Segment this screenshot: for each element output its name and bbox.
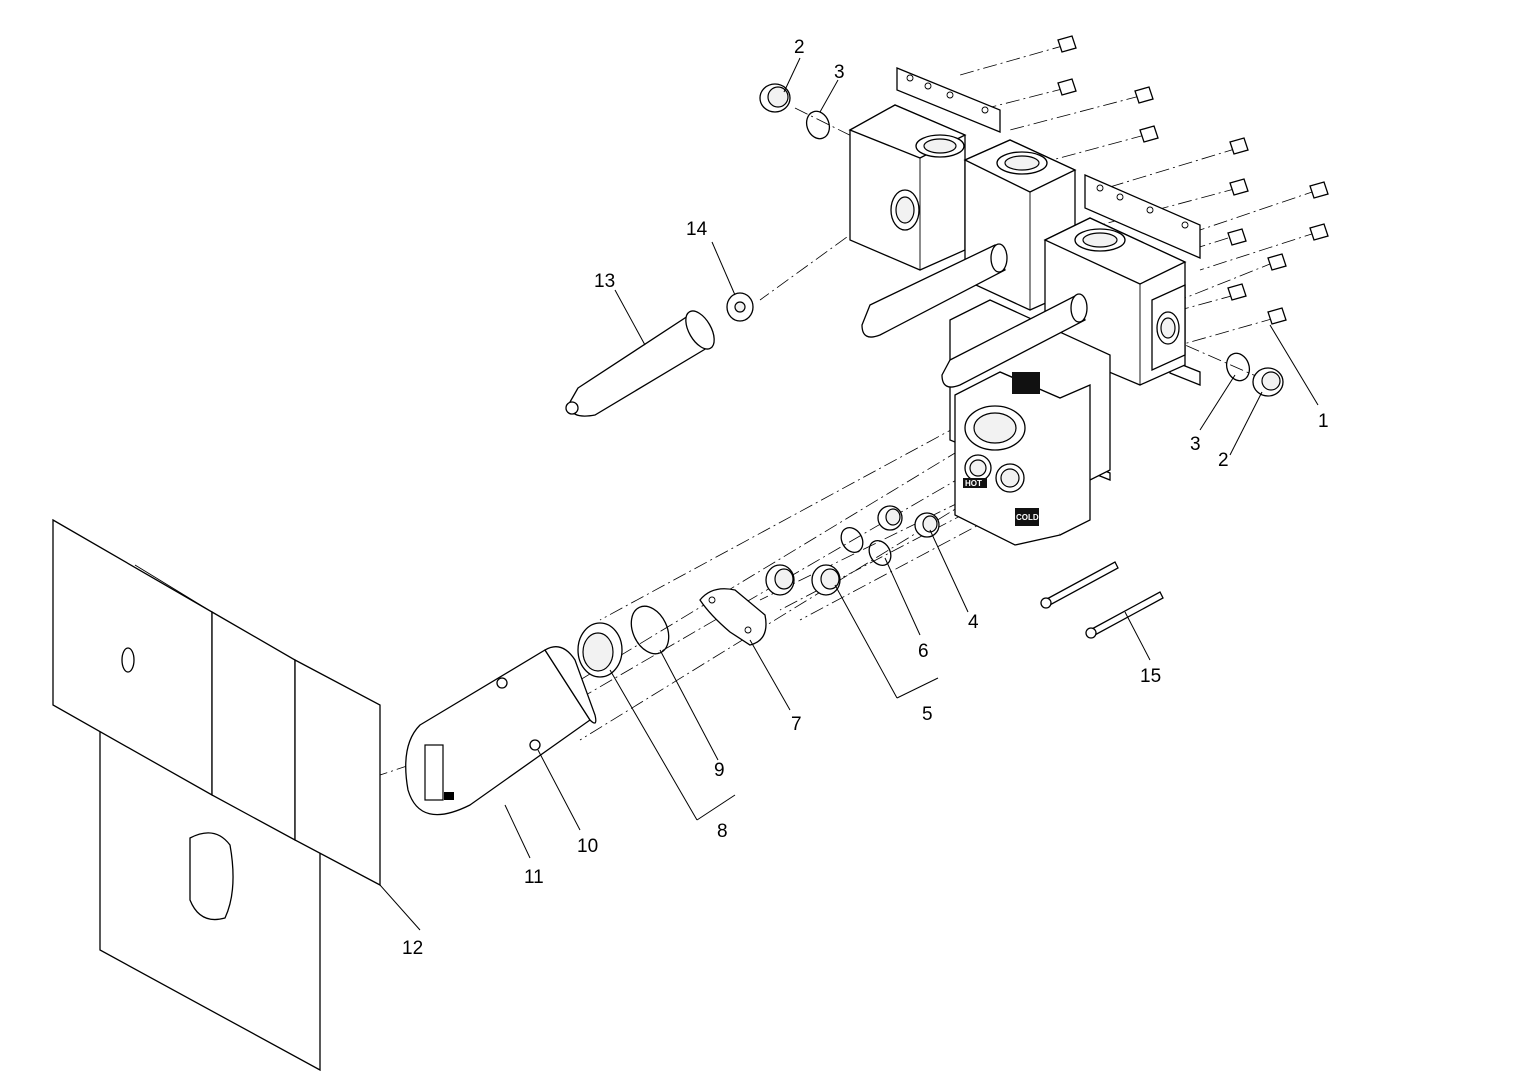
screw xyxy=(1267,307,1287,325)
plug-right xyxy=(1252,367,1284,397)
fasteners xyxy=(1057,35,1329,325)
o-ring-b xyxy=(868,540,892,566)
check-valve-4 xyxy=(914,512,940,538)
cover-plates xyxy=(52,518,381,1072)
callout-3-top: 3 xyxy=(834,62,845,83)
callout-15: 15 xyxy=(1140,666,1161,687)
seal-ring-top xyxy=(805,110,831,140)
callout-4: 4 xyxy=(968,612,979,633)
screw xyxy=(1057,78,1077,96)
hot-marking: HOT xyxy=(965,479,982,488)
callout-7: 7 xyxy=(791,714,802,735)
screw xyxy=(1134,86,1154,104)
callout-9: 9 xyxy=(714,760,725,781)
cold-marking: COLD xyxy=(1016,513,1039,522)
washer xyxy=(726,292,754,322)
callout-6: 6 xyxy=(918,641,929,662)
callout-10: 10 xyxy=(577,836,598,857)
set-screw xyxy=(529,739,541,751)
callout-labels: 1 2 2 3 3 4 5 6 7 8 9 10 11 12 13 14 15 xyxy=(402,37,1329,959)
seal-ring-right xyxy=(1225,352,1251,382)
callout-8: 8 xyxy=(717,821,728,842)
callout-2-right: 2 xyxy=(1218,450,1229,471)
screw xyxy=(1309,181,1329,199)
screw xyxy=(1227,283,1247,301)
check-valve-5b xyxy=(811,564,841,596)
callout-3-right: 3 xyxy=(1190,434,1201,455)
screw xyxy=(1227,228,1247,246)
callout-5: 5 xyxy=(922,704,933,725)
anchor-lower xyxy=(1085,591,1164,639)
callout-2-top: 2 xyxy=(794,37,805,58)
bracket xyxy=(699,588,767,646)
screw xyxy=(1267,253,1287,271)
check-valve-5a xyxy=(765,564,795,596)
collar-seal xyxy=(630,605,670,655)
screw xyxy=(1309,223,1329,241)
screw xyxy=(1057,35,1077,53)
check-valve-upper xyxy=(877,505,903,531)
mounting-rails xyxy=(896,67,1201,481)
cartridge-body xyxy=(405,646,597,816)
o-ring-a xyxy=(840,527,864,553)
valve-body: HOT COLD xyxy=(848,104,1187,546)
extension-sleeve xyxy=(565,310,715,417)
leader-lines xyxy=(379,57,1319,931)
callout-14: 14 xyxy=(686,219,708,240)
screw xyxy=(1229,137,1249,155)
callout-12: 12 xyxy=(402,938,423,959)
callout-13: 13 xyxy=(594,271,615,292)
plug-top xyxy=(759,83,791,113)
callout-11: 11 xyxy=(524,867,544,888)
anchor-upper xyxy=(1040,561,1119,609)
callout-1: 1 xyxy=(1318,411,1329,432)
screw xyxy=(1139,125,1159,143)
screw xyxy=(1229,178,1249,196)
collar xyxy=(577,622,623,678)
